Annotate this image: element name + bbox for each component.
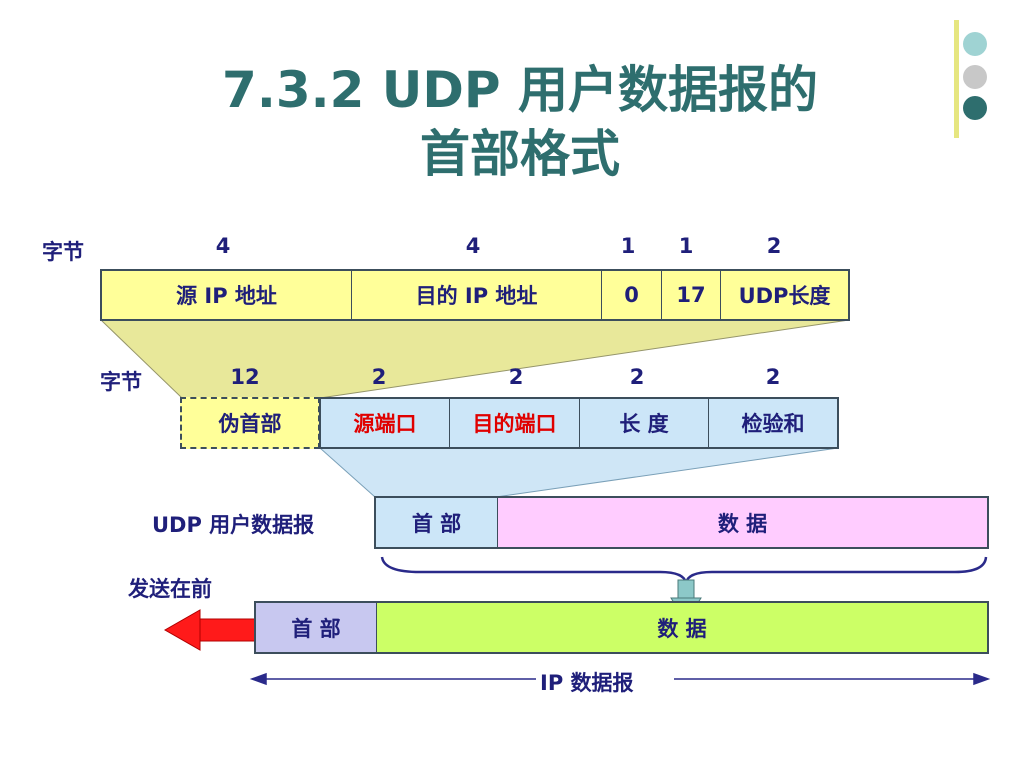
udp-header-block: 首 部 (376, 498, 498, 547)
row1-byte-count: 1 (678, 234, 694, 258)
send-first-label: 发送在前 (128, 577, 212, 601)
ip-datagram: 首 部 数 据 (254, 601, 989, 654)
title-line-2: 首部格式 (420, 125, 620, 183)
udp-brace (380, 556, 988, 584)
ip-data-block: 数 据 (377, 603, 987, 652)
protocol-field: 17 (662, 271, 721, 319)
row1-byte-label: 字节 (42, 240, 84, 264)
zero-field: 0 (602, 271, 662, 319)
pseudo-header-expanded: 源 IP 地址 目的 IP 地址 0 17 UDP长度 (100, 269, 850, 321)
checksum-field: 检验和 (741, 412, 805, 436)
decor-circles (954, 20, 987, 138)
udp-datagram-label: UDP 用户数据报 (152, 513, 315, 537)
row2-byte-count: 12 (230, 365, 260, 389)
row2-byte-count: 2 (629, 365, 645, 389)
row2-byte-count: 2 (508, 365, 524, 389)
yellow-expansion-connector (99, 319, 850, 399)
udp-data-block: 数 据 (498, 498, 987, 547)
source-port-field: 源端口 (321, 399, 450, 447)
row1-byte-count: 2 (766, 234, 782, 258)
title-line-1: 7.3.2 UDP 用户数据报的 (222, 61, 818, 119)
blue-expansion-connector (318, 447, 839, 498)
ip-span-arrow (249, 672, 991, 686)
udp-length-field: UDP长度 (738, 284, 831, 308)
row2-byte-label: 字节 (100, 370, 142, 394)
row1-byte-count: 4 (215, 234, 231, 258)
dest-ip-field: 目的 IP 地址 (352, 271, 602, 319)
source-ip-field: 源 IP 地址 (102, 271, 352, 319)
row2-byte-count: 2 (765, 365, 781, 389)
length-field: 长 度 (580, 399, 709, 447)
dest-port-field: 目的端口 (450, 399, 580, 447)
row1-byte-count: 4 (465, 234, 481, 258)
row1-byte-count: 1 (620, 234, 636, 258)
page-title: 7.3.2 UDP 用户数据报的 首部格式 (120, 58, 920, 186)
udp-datagram: 首 部 数 据 (374, 496, 989, 549)
pseudo-header-field: 伪首部 (180, 397, 320, 449)
ip-header-block: 首 部 (256, 603, 377, 652)
ip-datagram-label: IP 数据报 (540, 671, 634, 695)
udp-header-expanded: 源端口 目的端口 长 度 检验和 (319, 397, 839, 449)
row2-byte-count: 2 (371, 365, 387, 389)
send-direction-arrow-icon (163, 609, 256, 651)
